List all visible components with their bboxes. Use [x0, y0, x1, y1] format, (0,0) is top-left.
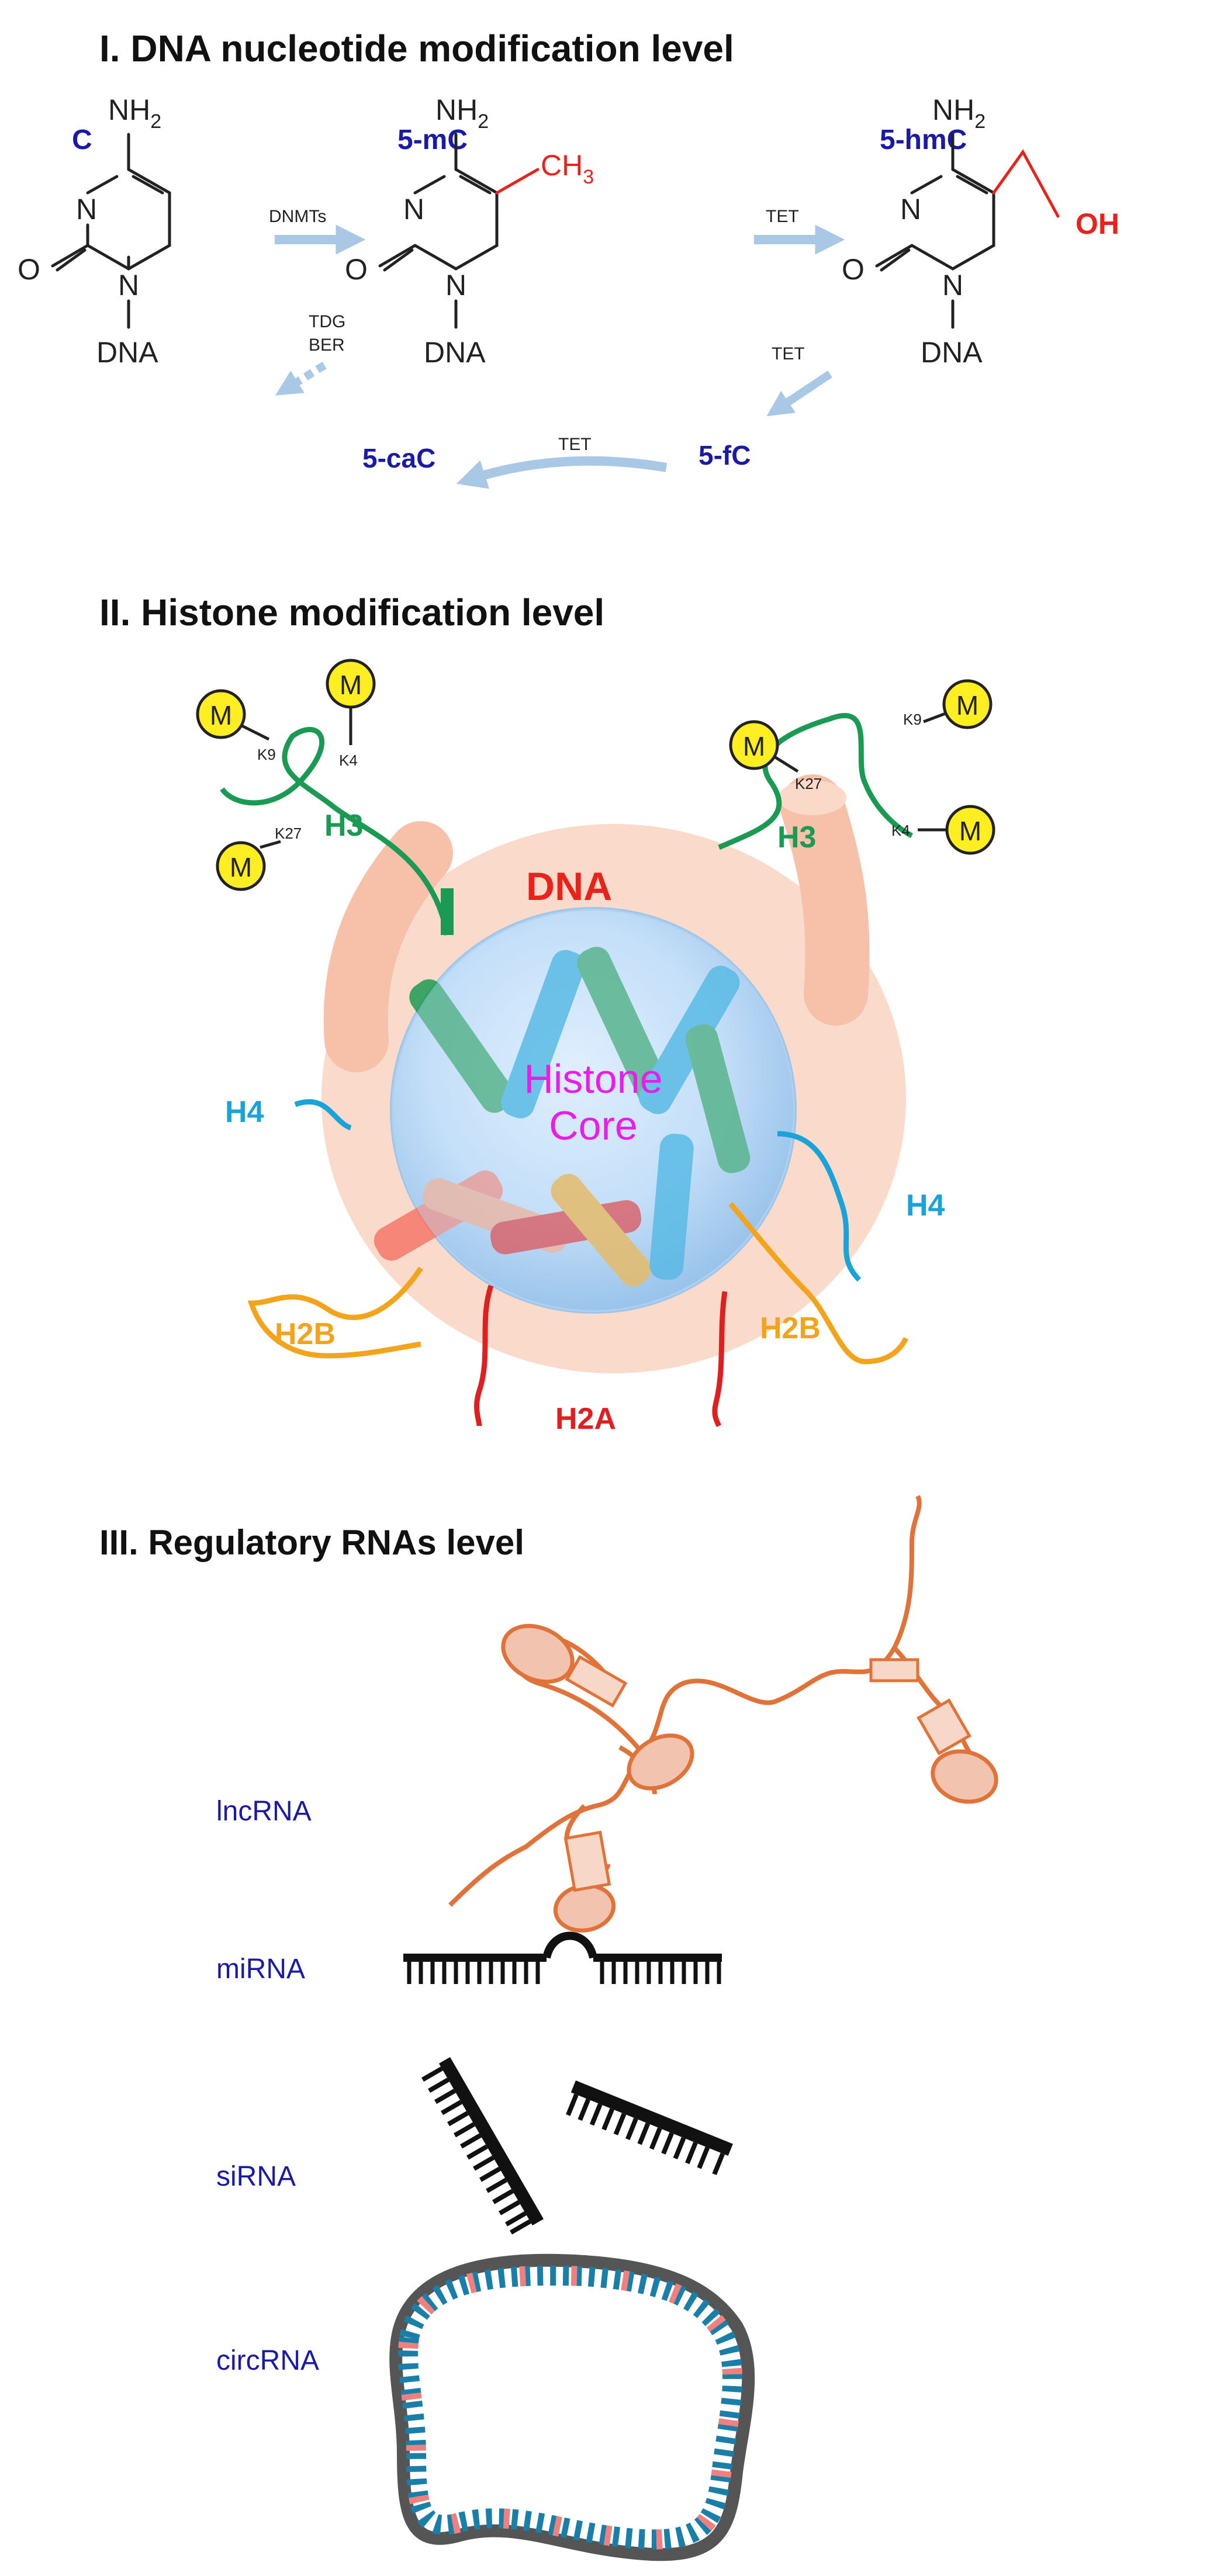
5mc-methyl-group: CH3 — [541, 149, 594, 188]
5cac-label: 5-caC — [362, 443, 435, 473]
tet-label-3: TET — [558, 435, 592, 454]
methyl-left-k4: M K4 — [326, 659, 376, 769]
ber-label: BER — [309, 335, 345, 355]
h2b-right-label: H2B — [760, 1311, 821, 1345]
dna-tube-left — [323, 821, 453, 1072]
lncrna-label: lncRNA — [216, 1796, 312, 1827]
site-left-k9: K9 — [257, 746, 276, 763]
tet-arrow-1: TET — [754, 207, 845, 255]
site-left-k4: K4 — [339, 752, 358, 769]
dna-label: DNA — [526, 864, 612, 909]
5mc-dna-n: N — [445, 269, 466, 302]
mirna-illustration — [403, 1931, 722, 1984]
lncrna-stemloops — [501, 1623, 998, 1933]
methyl-right-k9-m: M — [956, 690, 978, 721]
methyl-left-k4-m: M — [340, 670, 362, 700]
tet-arrow-2: TET — [766, 344, 832, 417]
tet-arrow-3: TET — [456, 435, 668, 489]
5hmc-hydroxyl-group: OH — [1076, 207, 1119, 240]
cytosine-oxygen: O — [18, 253, 40, 286]
methyl-left-k27: M K27 — [216, 825, 302, 891]
tet-label-2: TET — [772, 344, 805, 363]
sirna-label: siRNA — [216, 2161, 296, 2192]
methyl-right-k4-m: M — [959, 816, 981, 846]
histone-core-label-1: Histone — [524, 1056, 662, 1102]
cytosine-dna: DNA — [96, 336, 158, 369]
sirna-strand-1 — [421, 2057, 544, 2235]
dna-tube-right — [780, 774, 870, 1026]
section3-title: III. Regulatory RNAs level — [99, 1523, 524, 1562]
site-right-k9: K9 — [903, 711, 922, 728]
5hmc-dna-n: N — [942, 269, 963, 302]
h3-right-label: H3 — [777, 820, 816, 854]
dna-tube-end — [779, 780, 846, 815]
h2a-tail-left — [474, 1284, 494, 1427]
h4-right-label: H4 — [906, 1189, 945, 1223]
h4-left-label: H4 — [225, 1095, 264, 1129]
histone-core-label-2: Core — [549, 1103, 638, 1148]
core-helices — [374, 947, 751, 1287]
h2b-left-tail — [247, 1266, 423, 1359]
5hmc-molecule: 5-hmC NH2 N O N DNA OH — [842, 94, 1119, 369]
5hmc-amine: NH2 — [932, 94, 986, 133]
section2-title: II. Histone modification level — [99, 591, 604, 633]
5mc-oxygen: O — [345, 253, 368, 286]
h2a-label: H2A — [555, 1402, 616, 1436]
cytosine-dna-n: N — [118, 269, 139, 302]
h3-left-label: H3 — [324, 809, 363, 843]
h4-left-tail — [294, 1099, 352, 1131]
circrna-illustration — [389, 2253, 755, 2561]
section1-title: I. DNA nucleotide modification level — [99, 27, 734, 70]
methyl-left-k27-m: M — [230, 852, 252, 882]
5hmc-oxygen: O — [842, 253, 865, 286]
tdg-label: TDG — [309, 312, 345, 331]
5mc-molecule: 5-mC NH2 N O N DNA CH3 — [345, 94, 594, 369]
circrna-label: circRNA — [216, 2345, 319, 2376]
h2a-tail-right — [712, 1291, 728, 1428]
h3-right-tail — [718, 713, 914, 850]
5hmc-ring-n: N — [900, 193, 921, 226]
h4-right-tail — [777, 1131, 862, 1282]
methyl-right-k9: M K9 — [903, 679, 993, 729]
h2b-left-label: H2B — [275, 1317, 336, 1351]
tdg-ber-arrow: TDG BER — [275, 312, 345, 396]
lncrna-illustration — [448, 1495, 973, 1907]
methyl-left-k9-m: M — [210, 700, 232, 730]
5mc-amine: NH2 — [435, 94, 489, 133]
dnmts-arrow: DNMTs — [269, 207, 366, 255]
dnmts-label: DNMTs — [269, 207, 326, 226]
site-right-k27: K27 — [795, 775, 822, 792]
5hmc-dna: DNA — [921, 336, 983, 369]
cytosine-ring-n: N — [76, 193, 97, 226]
site-right-k4: K4 — [891, 822, 910, 839]
methyl-left-k9: M K9 — [196, 689, 276, 763]
5mc-ring-n: N — [403, 193, 424, 226]
site-left-k27: K27 — [275, 825, 302, 842]
tet-label-1: TET — [766, 207, 799, 226]
cytosine-amine: NH2 — [108, 94, 161, 133]
5mc-dna: DNA — [424, 336, 486, 369]
cytosine-label: C — [72, 124, 92, 155]
nucleosome-illustration: DNA Histone Core H3 M K9 — [196, 659, 995, 1436]
sirna-strand-2 — [566, 2080, 733, 2176]
5fc-label: 5-fC — [699, 440, 751, 470]
methyl-right-k27: M K27 — [729, 720, 822, 792]
h2b-right-tail — [728, 1202, 909, 1365]
h3-left-tail — [220, 727, 450, 936]
mirna-label: miRNA — [216, 1954, 305, 1985]
cytosine-molecule: C NH2 N O N DNA — [18, 94, 171, 369]
methyl-right-k4: M K4 — [891, 805, 995, 855]
methyl-right-k27-m: M — [743, 731, 765, 761]
